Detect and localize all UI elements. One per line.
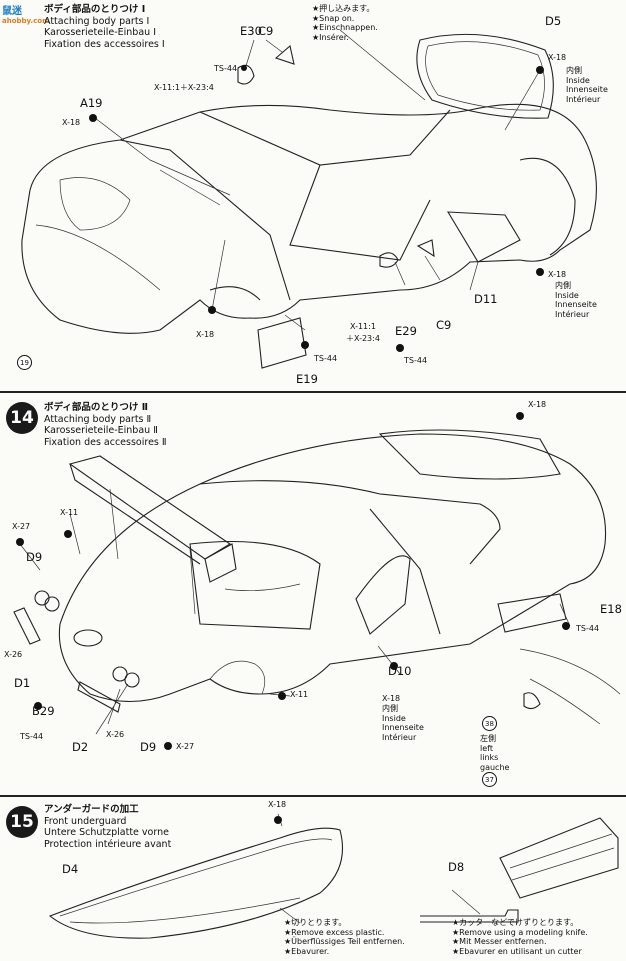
- step-14-title: ボディ部品のとりつけ Ⅱ Attaching body parts Ⅱ Karo…: [44, 402, 167, 448]
- modeling-knife-note: ★カッターなどでけずりとります。★Remove using a modeling…: [452, 918, 588, 956]
- label-x11-a: X-11:1＋X-23:4: [154, 83, 214, 92]
- step-15-title: アンダーガードの加工 Front underguard Untere Schut…: [44, 804, 172, 850]
- label-ts44-a: TS-44: [214, 64, 238, 73]
- label-d11: D11: [474, 292, 498, 306]
- label-x18-b: X-18: [548, 53, 567, 62]
- label-b29: B29: [32, 704, 55, 718]
- label-x27-b: X-27: [176, 742, 195, 751]
- label-d5: D5: [545, 14, 562, 28]
- label-x26-b: X-26: [106, 730, 125, 739]
- label-d10: D10: [388, 664, 412, 678]
- step-15-section: 15 アンダーガードの加工 Front underguard Untere Sc…: [0, 798, 626, 961]
- label-x18-b: X-18: [382, 694, 401, 703]
- step-15-number: 15: [6, 806, 38, 838]
- label-x11-b: X-11:1: [350, 322, 376, 331]
- label-d8: D8: [448, 860, 465, 874]
- step-15-drawing: [48, 813, 619, 939]
- label-ts44-b: TS-44: [314, 354, 338, 363]
- step-13-title: ボディ部品のとりつけ Ⅰ Attaching body parts Ⅰ Karo…: [44, 4, 165, 50]
- label-x23-b: ＋X-23:4: [346, 334, 380, 343]
- label-x18-a: X-18: [62, 118, 81, 127]
- step-13-body-drawing: [21, 29, 597, 369]
- label-x26-a: X-26: [4, 650, 23, 659]
- label-x27-a: X-27: [12, 522, 31, 531]
- label-e19: E19: [296, 372, 318, 386]
- divider-13-14: [0, 391, 626, 393]
- label-x18: X-18: [268, 800, 287, 809]
- label-ts44-c: TS-44: [404, 356, 428, 365]
- label-c9-bot: C9: [436, 318, 452, 332]
- label-e29: E29: [395, 324, 417, 338]
- label-d9-b: D9: [140, 740, 157, 754]
- label-x18-top: X-18: [528, 400, 547, 409]
- label-ts44-a: TS-44: [576, 624, 600, 633]
- label-x11-a: X-11: [60, 508, 79, 517]
- label-d1: D1: [14, 676, 31, 690]
- step-14-body-drawing: [13, 412, 621, 750]
- label-d2: D2: [72, 740, 89, 754]
- label-ts44-b: TS-44: [20, 732, 44, 741]
- ref-19: 19: [17, 355, 32, 370]
- label-x18-c: X-18: [548, 270, 567, 279]
- label-d9-a: D9: [26, 550, 43, 564]
- step-14-number: 14: [6, 402, 38, 434]
- step-13-section: ボディ部品のとりつけ Ⅰ Attaching body parts Ⅰ Karo…: [0, 0, 626, 390]
- step-14-section: 14 ボディ部品のとりつけ Ⅱ Attaching body parts Ⅱ K…: [0, 394, 626, 794]
- label-x18-d: X-18: [196, 330, 215, 339]
- divider-14-15: [0, 795, 626, 797]
- remove-excess-note: ★切りとります。★Remove excess plastic. ★Überflü…: [284, 918, 405, 956]
- ref-38: 38: [482, 716, 497, 731]
- ref-37: 37: [482, 772, 497, 787]
- snap-on-note: ★押し込みます。★Snap on. ★Einschnappen.★Insérer…: [312, 4, 378, 42]
- label-c9-top: C9: [258, 24, 274, 38]
- label-e30: E30: [240, 24, 262, 38]
- label-a19: A19: [80, 96, 103, 110]
- label-d4: D4: [62, 862, 79, 876]
- label-x11-b: X-11: [290, 690, 309, 699]
- label-e18: E18: [600, 602, 622, 616]
